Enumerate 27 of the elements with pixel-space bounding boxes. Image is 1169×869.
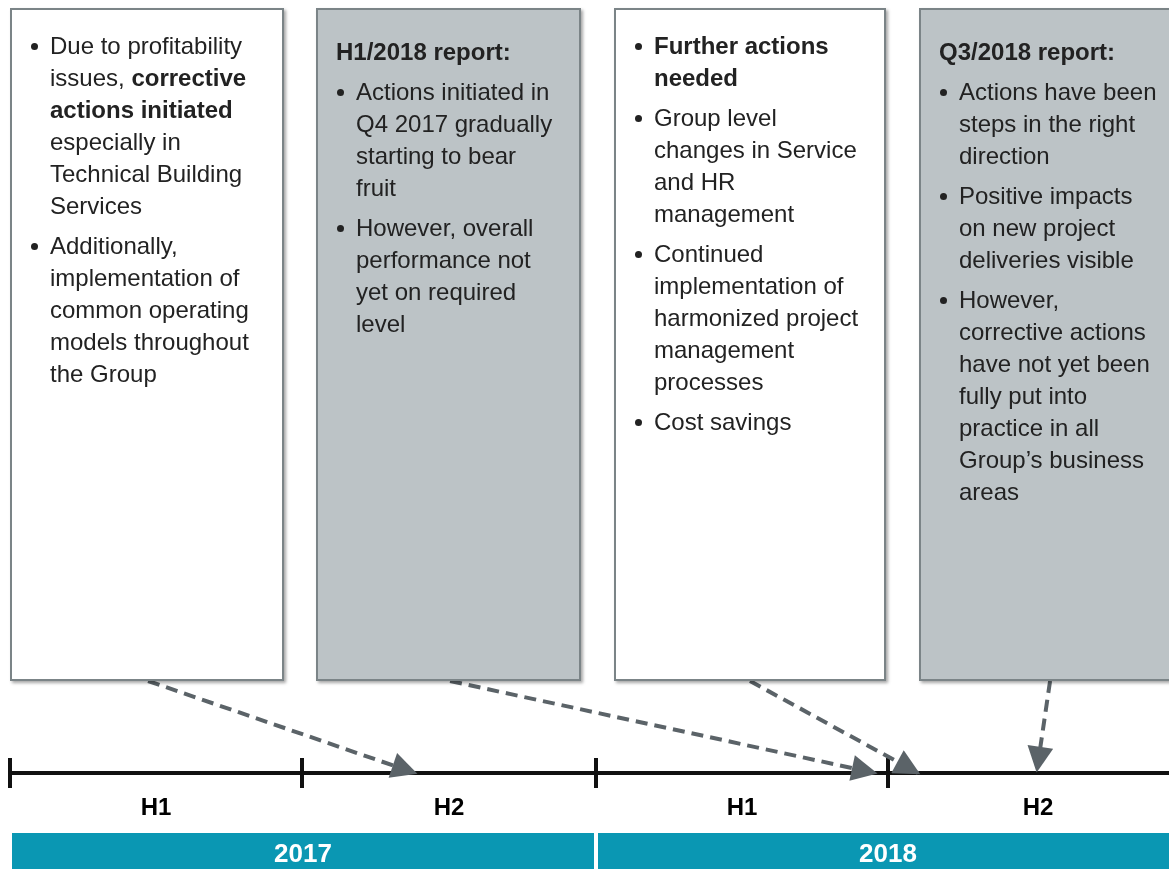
dashed-arrow: [749, 679, 921, 775]
bullet-text: Due to profitability issues, corrective actions initiated especially in Technical Building Services: [50, 30, 262, 222]
year-label: 2018: [859, 838, 917, 868]
dashed-arrow: [147, 679, 418, 778]
bullet-text: Positive impacts on new project deliveries visible: [959, 180, 1165, 276]
half-year-label: H1: [139, 793, 173, 821]
bullet-text: Further actions needed: [654, 30, 864, 94]
bullet-text: Actions have been steps in the right direction: [959, 76, 1165, 172]
year-label: 2017: [274, 838, 332, 868]
bullet-text: However, overall performance not yet on required level: [356, 212, 559, 340]
half-year-label: H2: [432, 793, 466, 821]
text-box: [10, 8, 284, 681]
bullet-text: Group level changes in Service and HR management: [654, 102, 864, 230]
half-year-label: H1: [725, 793, 759, 821]
dashed-arrow: [1027, 680, 1054, 773]
half-year-label: H2: [1021, 793, 1055, 821]
report-box: [316, 8, 581, 681]
report-box: [919, 8, 1169, 681]
bullet-text: Cost savings: [654, 406, 864, 438]
bullet-text: However, corrective actions have not yet been fully put into practice in all Group’s business areas: [959, 284, 1165, 508]
bullet-text: Actions initiated in Q4 2017 gradually starting to bear fruit: [356, 76, 559, 204]
bullet-text: Continued implementation of harmonized project management processes: [654, 238, 864, 398]
dashed-arrow: [449, 679, 878, 781]
report-heading: H1/2018 report:: [336, 38, 511, 66]
report-heading: Q3/2018 report:: [939, 38, 1116, 66]
bullet-text: Additionally, implementation of common operating models throughout the Group: [50, 230, 262, 390]
text-box: [614, 8, 886, 681]
